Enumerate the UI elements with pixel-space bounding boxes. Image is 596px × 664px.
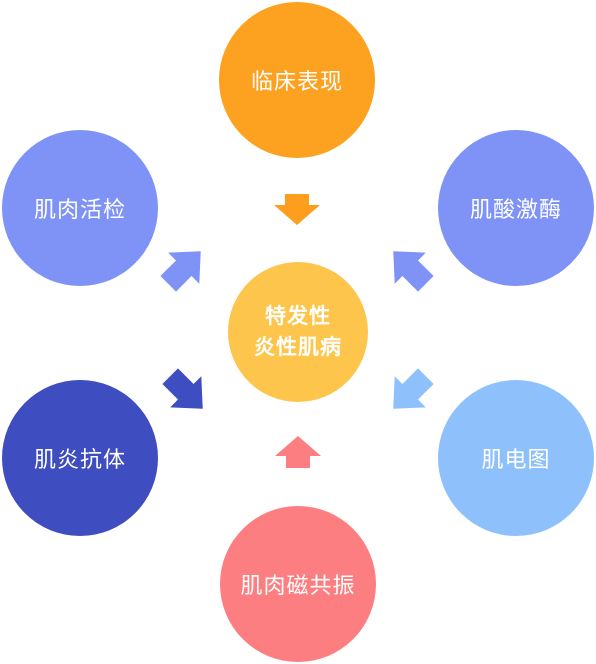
node-emg: 肌电图 xyxy=(438,380,594,536)
node-creatine-kinase: 肌酸激酶 xyxy=(438,130,594,286)
center-label: 特发性 炎性肌病 xyxy=(254,301,342,363)
center-label-line2: 炎性肌病 xyxy=(254,335,342,359)
arrow-from-top xyxy=(274,194,320,225)
node-label: 肌肉活检 xyxy=(33,198,126,223)
node-label: 肌炎抗体 xyxy=(33,448,126,473)
arrow-from-tl xyxy=(160,251,201,292)
node-label: 肌酸激酶 xyxy=(469,198,562,223)
node-label: 肌电图 xyxy=(481,448,551,473)
node-label: 肌肉磁共振 xyxy=(240,574,356,599)
node-myositis-antibody: 肌炎抗体 xyxy=(2,380,158,536)
node-label: 临床表现 xyxy=(250,70,343,95)
center-label-line1: 特发性 xyxy=(265,304,331,328)
node-clinical-manifestation: 临床表现 xyxy=(219,2,375,158)
arrow-from-bl xyxy=(162,368,203,409)
node-muscle-mri: 肌肉磁共振 xyxy=(220,506,376,662)
arrow-from-bottom xyxy=(275,436,321,468)
node-muscle-biopsy: 肌肉活检 xyxy=(2,130,158,286)
arrow-from-br xyxy=(393,368,434,409)
arrow-from-tr xyxy=(393,251,434,292)
node-center-iim: 特发性 炎性肌病 xyxy=(228,262,368,402)
